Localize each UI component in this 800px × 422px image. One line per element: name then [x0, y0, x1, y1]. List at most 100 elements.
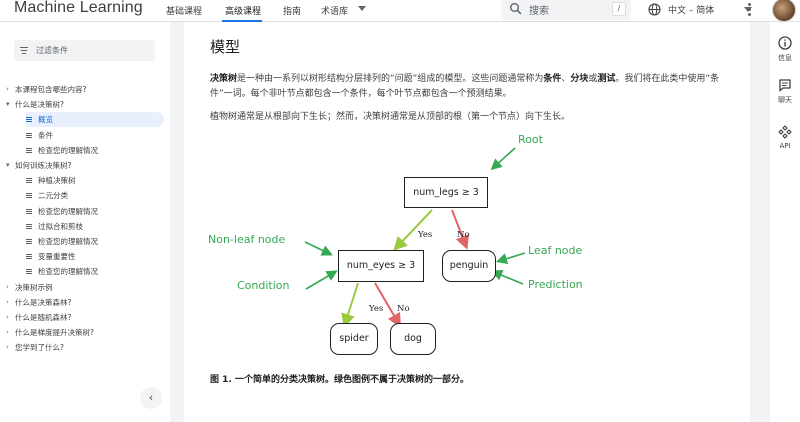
callout-leaf-node: Leaf node [528, 244, 583, 257]
rail-item-chat[interactable]: 聊天 [770, 78, 800, 108]
edge-label-yes: Yes [418, 230, 433, 240]
chevron-right-icon[interactable]: › [6, 282, 9, 291]
callout-condition: Condition [237, 279, 290, 292]
intro-paragraph: 决策树是一种由一系列以树形结构分层排列的“问题”组成的模型。这些问题通常称为条件… [210, 74, 720, 99]
language-label: 中文 – 简体 [668, 6, 715, 16]
rail-label-api: API [779, 142, 791, 150]
page-title: 模型 [210, 38, 241, 56]
search-icon [510, 3, 522, 15]
term-decision-tree[interactable]: 决策树 [210, 74, 238, 84]
toc-label: 过拟合和剪枝 [38, 221, 83, 231]
toc-label: 变量重要性 [38, 252, 76, 262]
toc-item[interactable]: 过拟合和剪枝 [26, 219, 164, 234]
toc-item[interactable]: 检查您的理解情况 [26, 264, 164, 279]
nav-tab-guides[interactable]: 指南 [283, 7, 302, 17]
figure-caption: 图 1. 一个简单的分类决策树。绿色图例不属于决策树的一部分。 [210, 375, 469, 385]
filter-icon [20, 47, 28, 56]
callout-arrow-condition [305, 270, 338, 290]
term-condition[interactable]: 条件 [543, 74, 562, 84]
toc-label: 您学到了什么? [15, 343, 64, 353]
page-icon [26, 269, 32, 275]
edge-root-yes [393, 209, 433, 251]
toc-label: 检查您的理解情况 [38, 145, 98, 155]
toc-item[interactable]: 检查您的理解情况 [26, 143, 164, 158]
rail-item-api[interactable]: API [770, 125, 800, 155]
filter-input[interactable]: 过滤条件 [14, 40, 155, 61]
toc-label: 什么是随机森林? [15, 313, 72, 322]
toc-label: 什么是梯度提升决策树? [15, 328, 94, 338]
callout-arrow-nonleaf [304, 241, 333, 256]
globe-icon [648, 3, 661, 16]
avatar[interactable] [772, 0, 796, 22]
term-split[interactable]: 分块 [570, 74, 589, 84]
toc-label: 什么是决策树? [15, 100, 64, 110]
toc-item[interactable]: 条件 [26, 128, 164, 143]
non-leaf-node: num_eyes ≥ 3 [338, 250, 424, 282]
toc-label: 什么是决策森林? [15, 297, 72, 307]
toc-item[interactable]: 种植决策树 [26, 173, 164, 188]
toc-label: 决策树示例 [15, 282, 53, 292]
nav-tab-advanced-courses[interactable]: 高级课程 [225, 7, 262, 17]
page-icon [26, 132, 32, 139]
callout-non-leaf-node: Non-leaf node [208, 233, 286, 246]
chevron-right-icon[interactable]: › [6, 343, 9, 352]
toc-item[interactable]: 二元分类 [26, 188, 164, 203]
callout-arrow-leaf [495, 252, 526, 264]
nav-tab-basic-courses[interactable]: 基础课程 [166, 7, 203, 17]
collapse-sidebar-button[interactable]: ‹ [140, 387, 162, 409]
chevron-right-icon[interactable]: › [6, 85, 9, 93]
more-options-icon[interactable] [747, 3, 751, 17]
root-node: num_legs ≥ 3 [404, 177, 488, 208]
callout-prediction: Prediction [528, 278, 583, 291]
leaf-node-dog: dog [390, 323, 436, 355]
edge-label-yes: Yes [369, 304, 384, 314]
toc-item[interactable]: 概览 [26, 112, 164, 128]
page-icon [26, 178, 32, 184]
chevron-right-icon[interactable]: › [6, 328, 9, 337]
callout-arrow-prediction [491, 269, 524, 285]
search-input[interactable]: 搜索 / [501, 0, 631, 20]
page-icon [26, 147, 32, 154]
toc-label: 检查您的理解情况 [38, 237, 98, 246]
search-shortcut-key: / [612, 2, 626, 16]
callout-arrow-root [490, 147, 516, 171]
page-icon [26, 117, 32, 123]
filter-placeholder: 过滤条件 [36, 46, 68, 55]
article: 模型 决策树是一种由一系列以树形结构分层排列的“问题”组成的模型。这些问题通常称… [184, 22, 750, 422]
page-icon [26, 208, 32, 215]
right-rail: 信息 聊天 API [770, 22, 800, 422]
toc-item[interactable]: 检查您的理解情况 [26, 204, 164, 219]
page-icon [26, 193, 32, 199]
callout-root: Root [518, 133, 543, 146]
info-icon [778, 36, 792, 50]
chevron-right-icon[interactable]: › [6, 297, 9, 306]
rail-label-chat: 聊天 [778, 96, 792, 104]
toc-label: 检查您的理解情况 [38, 267, 98, 277]
toc-label: 二元分类 [38, 191, 68, 201]
toc-item[interactable]: 变量重要性 [26, 249, 164, 264]
chevron-down-icon[interactable] [358, 6, 366, 11]
edge-label-no: No [397, 304, 410, 314]
chevron-right-icon[interactable]: › [6, 313, 9, 321]
content-gutter-right [750, 22, 770, 422]
rail-item-info[interactable]: 信息 [770, 36, 800, 66]
toc-label: 条件 [38, 130, 53, 140]
chevron-down-icon[interactable]: ▾ [6, 100, 10, 109]
rail-label-info: 信息 [778, 54, 792, 62]
left-nav: 过滤条件 ›本课程包含哪些内容?▾什么是决策树?概览条件检查您的理解情况▾如何训… [0, 22, 170, 422]
page-icon [26, 223, 32, 230]
page-icon [26, 254, 32, 260]
edge-inner-yes [341, 282, 359, 328]
toc-label: 种植决策树 [38, 176, 76, 186]
edge-inner-no [374, 282, 402, 328]
term-test[interactable]: 测试 [597, 74, 616, 84]
page-icon [26, 239, 32, 245]
chevron-down-icon[interactable]: ▾ [6, 161, 10, 169]
toc-item[interactable]: 检查您的理解情况 [26, 234, 164, 249]
decision-tree-diagram: num_legs ≥ 3 num_eyes ≥ 3 penguin spider… [184, 132, 750, 362]
site-brand[interactable]: Machine Learning [14, 0, 143, 16]
nav-tab-glossary[interactable]: 术语库 [321, 7, 349, 17]
toc-label: 概览 [38, 115, 53, 125]
edge-root-no [451, 209, 469, 250]
active-tab-indicator [222, 20, 262, 22]
